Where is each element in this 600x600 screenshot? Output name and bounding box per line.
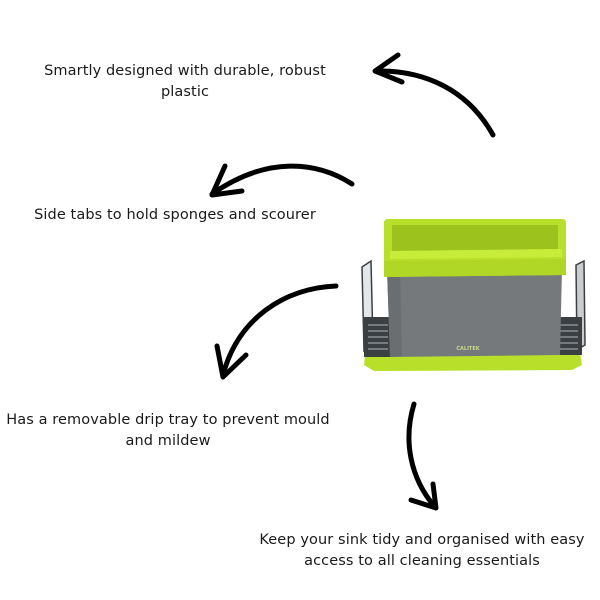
caption-line: Side tabs to hold sponges and scourer xyxy=(34,207,316,223)
curved-arrow-icon xyxy=(372,52,496,138)
curved-arrow-icon xyxy=(214,283,339,380)
curved-arrow-icon xyxy=(406,401,439,511)
caption-line: access to all cleaning essentials xyxy=(304,553,540,569)
caption-line: and mildew xyxy=(125,433,211,449)
caption-line: plastic xyxy=(160,84,210,100)
caption-line: Smartly designed with durable, robust xyxy=(44,63,326,79)
feature-caption-side-tabs: Side tabs to hold sponges and scourer xyxy=(0,205,350,226)
caption-line: Keep your sink tidy and organised with e… xyxy=(259,532,585,548)
feature-caption-drip-tray: Has a removable drip tray to prevent mou… xyxy=(0,410,336,452)
feature-caption-durable: Smartly designed with durable, robust pl… xyxy=(0,61,370,103)
caption-line: Has a removable drip tray to prevent mou… xyxy=(6,412,330,428)
product-image-sink-caddy: CALITEK xyxy=(361,219,586,371)
curved-arrow-icon xyxy=(209,163,355,198)
brand-label: CALITEK xyxy=(456,346,480,352)
feature-caption-tidy: Keep your sink tidy and organised with e… xyxy=(244,530,600,572)
